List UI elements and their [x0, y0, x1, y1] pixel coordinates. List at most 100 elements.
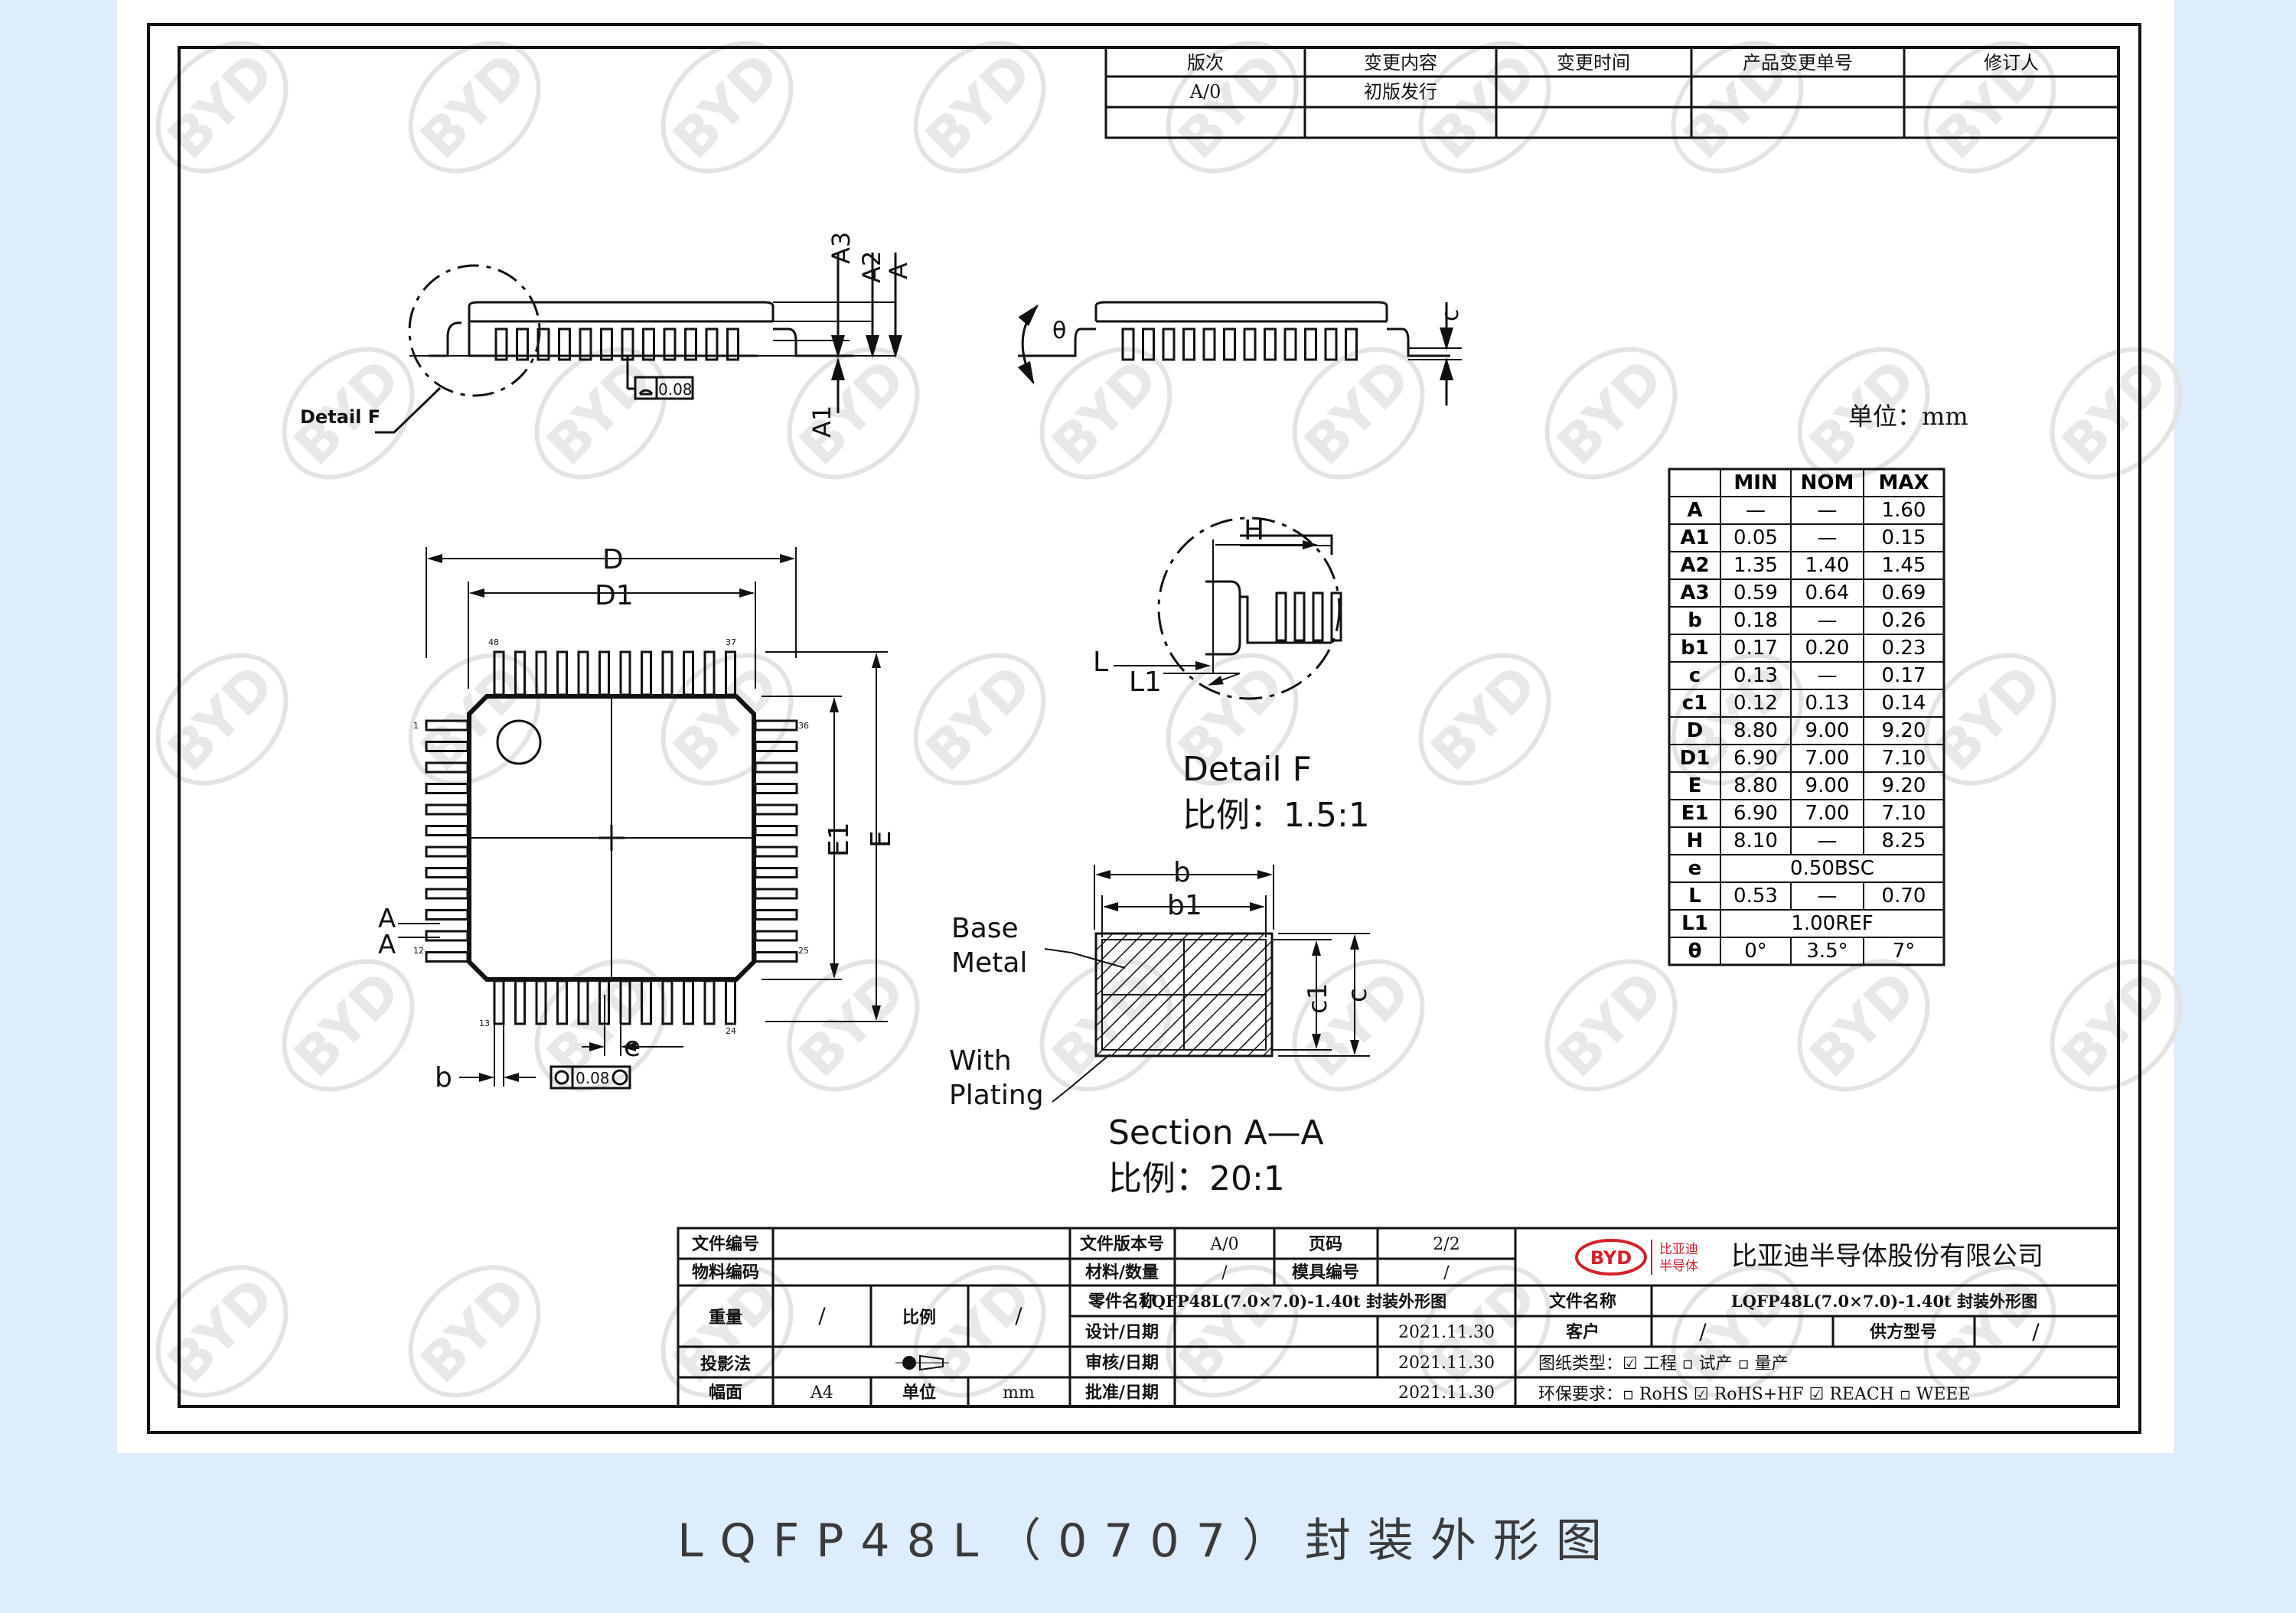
- watermark-text: BYD: [1040, 347, 1170, 477]
- drawing-type: 图纸类型：☑ 工程 ▫ 试产 ▫ 量产: [1538, 1354, 1789, 1373]
- watermark-text: BYD: [409, 1266, 539, 1396]
- side-lead: [1264, 327, 1277, 361]
- left-lead: [425, 951, 469, 963]
- scale-value: /: [1015, 1303, 1022, 1328]
- rev-row-version: A/0: [1189, 81, 1221, 103]
- pin-36: 36: [798, 721, 809, 731]
- unit-label-tb: 单位: [902, 1383, 936, 1403]
- left-lead: [425, 846, 469, 858]
- bottom-lead: [683, 979, 694, 1025]
- dim-table-value: 9.00: [1805, 719, 1850, 742]
- dim-label-c1: c1: [1303, 983, 1333, 1014]
- design-date: 2021.11.30: [1398, 1323, 1495, 1342]
- side-lead: [642, 327, 655, 361]
- top-view: [398, 547, 888, 1090]
- doc-name-value: LQFP48L(7.0×7.0)-1.40t 封装外形图: [1731, 1292, 2037, 1311]
- mold-value: /: [1443, 1263, 1450, 1282]
- byd-logo-text: BYD: [1590, 1247, 1632, 1269]
- byd-logo: BYD 比亚迪 半导体: [1575, 1239, 1698, 1276]
- rev-row-content: 初版发行: [1364, 81, 1437, 103]
- side-lead: [1121, 327, 1135, 361]
- dim-label-theta: θ: [1052, 318, 1066, 344]
- dim-table-value: 6.90: [1733, 747, 1778, 770]
- dim-table-value: 0.70: [1882, 885, 1926, 908]
- dim-table-value: —: [1818, 829, 1838, 852]
- watermark-logo: BYD: [660, 41, 794, 174]
- dim-table-value: 0.50BSC: [1790, 857, 1874, 880]
- watermark-logo: BYD: [282, 959, 415, 1092]
- watermark-text: BYD: [2050, 347, 2180, 477]
- dim-table-symbol: A2: [1680, 554, 1709, 577]
- side-lead: [1345, 327, 1358, 361]
- customer-label: 客户: [1566, 1322, 1600, 1342]
- dim-label-L: L: [1093, 647, 1108, 678]
- dim-label-c-side: c: [1437, 309, 1464, 322]
- dim-table-symbol: c1: [1682, 692, 1708, 715]
- top-lead: [577, 650, 589, 696]
- rev-header-change-no: 产品变更单号: [1743, 52, 1853, 73]
- side-lead: [1283, 327, 1297, 361]
- dim-table-header: MAX: [1878, 471, 1929, 494]
- projection-symbol-icon: [895, 1354, 949, 1371]
- dim-table-header: MIN: [1733, 471, 1777, 494]
- dim-table-value: 8.80: [1733, 719, 1778, 742]
- section-marker-top: A: [378, 904, 396, 934]
- dim-table-value: 1.00REF: [1791, 912, 1873, 935]
- detail-f-title: Detail F: [1182, 750, 1312, 789]
- pin-37: 37: [726, 637, 736, 647]
- dim-label-A: A: [884, 262, 913, 279]
- right-lead: [754, 951, 798, 963]
- dim-table-symbol: E: [1688, 774, 1702, 797]
- watermark-text: BYD: [156, 41, 286, 171]
- section-a-a: [1044, 865, 1370, 1103]
- left-lead: [425, 888, 469, 900]
- qty-label: 材料/数量: [1085, 1263, 1159, 1282]
- dim-table-value: 0.12: [1733, 692, 1778, 715]
- dim-table-value: 0.05: [1733, 526, 1778, 549]
- dim-label-e: e: [624, 1031, 641, 1063]
- watermark-logo: BYD: [913, 41, 1046, 174]
- dim-table-value: 0.59: [1733, 582, 1778, 604]
- watermark-logo: BYD: [1544, 347, 1678, 480]
- side-lead: [1324, 327, 1338, 361]
- top-lead: [556, 650, 568, 696]
- dim-table-value: 9.20: [1882, 719, 1926, 742]
- side-lead: [1202, 327, 1216, 361]
- dim-table-symbol: b1: [1681, 637, 1709, 660]
- page-caption: LQFP48L（0707）封装外形图: [677, 1514, 1619, 1568]
- bottom-lead: [725, 979, 736, 1025]
- dim-table-symbol: A3: [1680, 582, 1709, 604]
- approve-date: 2021.11.30: [1398, 1383, 1495, 1403]
- side-lead: [558, 327, 571, 361]
- scale-label: 比例: [902, 1308, 936, 1328]
- dim-table-symbol: L1: [1681, 912, 1708, 935]
- right-lead: [754, 930, 798, 942]
- flatness-value: 0.08: [658, 380, 693, 399]
- left-lead: [425, 803, 469, 816]
- supplier-model-value: /: [2032, 1319, 2040, 1344]
- watermark-logo: BYD: [1292, 959, 1425, 1092]
- dim-table-value: 8.25: [1882, 829, 1926, 852]
- dim-table-value: 8.10: [1733, 829, 1778, 852]
- dim-table-value: 0.69: [1882, 582, 1926, 604]
- part-label: 零件名称: [1088, 1292, 1156, 1312]
- dim-table-value: 0.13: [1733, 664, 1778, 687]
- pin-25: 25: [798, 946, 809, 956]
- dim-table-symbol: θ: [1688, 940, 1702, 963]
- watermark-logo: BYD: [1418, 653, 1551, 786]
- side-lead: [516, 327, 529, 361]
- right-lead: [754, 867, 798, 878]
- side-lead: [1304, 327, 1317, 361]
- top-lead: [619, 650, 631, 696]
- version-label: 文件版本号: [1080, 1234, 1164, 1254]
- title-block-grid: [677, 1227, 2120, 1408]
- dim-table-value: —: [1818, 526, 1838, 549]
- with-plating-label-2: Plating: [949, 1080, 1044, 1111]
- dim-table-value: —: [1818, 499, 1838, 522]
- dim-table-symbol: E1: [1681, 802, 1709, 825]
- dim-table-value: —: [1818, 609, 1838, 632]
- pin-12: 12: [413, 946, 424, 956]
- dim-table-value: 9.00: [1805, 774, 1850, 797]
